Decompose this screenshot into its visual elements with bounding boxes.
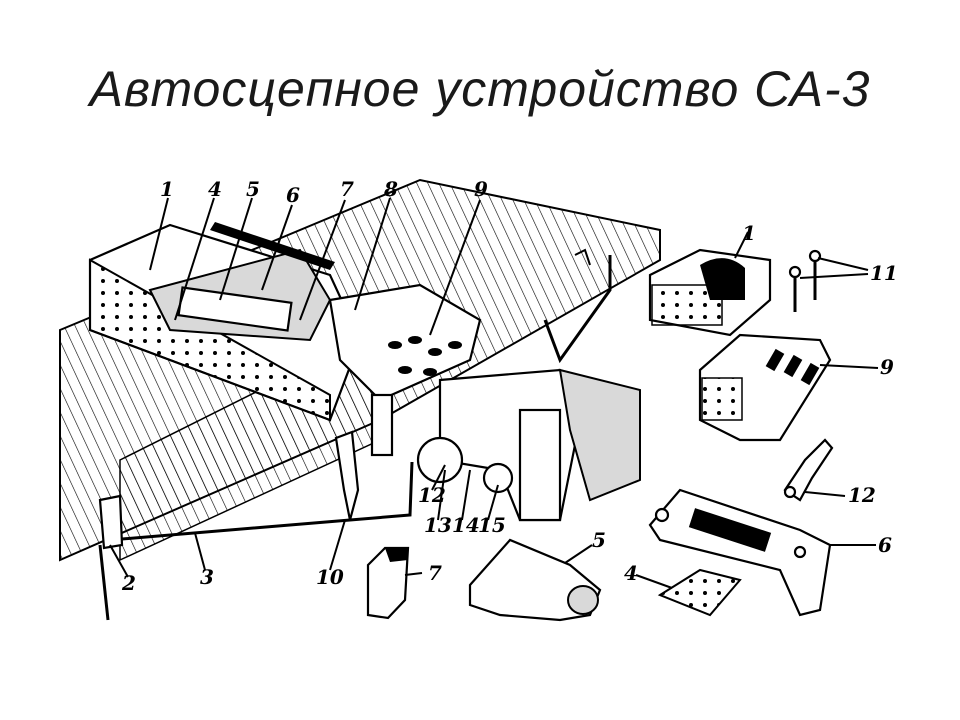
label-7-bottom: 7: [428, 561, 442, 585]
label-11: 11: [870, 261, 898, 285]
label-4-bottom: 4: [624, 561, 638, 585]
part-4-shape: [657, 568, 742, 617]
label-6-right: 6: [878, 533, 892, 557]
car-frame-illustration: [59, 178, 661, 621]
label-1-right: 1: [742, 221, 756, 245]
label-2: 2: [121, 571, 136, 595]
label-9-left: 9: [474, 177, 488, 201]
label-6-left: 6: [286, 183, 300, 207]
label-14: 14: [452, 513, 480, 537]
page-title: Автосцепное устройство СА-3: [89, 61, 871, 117]
leader-lines: [109, 197, 879, 589]
part-12-shape: [783, 438, 834, 502]
exploded-parts: [366, 248, 834, 622]
label-4-left: 4: [208, 177, 222, 201]
label-15: 15: [478, 513, 506, 537]
label-3: 3: [200, 565, 214, 589]
label-12-mid: 12: [418, 483, 446, 507]
label-10: 10: [316, 565, 344, 589]
label-9-right: 9: [880, 355, 894, 379]
label-13: 13: [424, 513, 452, 537]
label-5-bottom: 5: [592, 528, 606, 552]
label-7-left: 7: [340, 177, 354, 201]
part-labels: 1 4 5 6 7 8 9 1 11 9 12 6 2 3 10 7 5 4 1…: [121, 177, 898, 595]
label-5-left: 5: [246, 177, 260, 201]
label-12-right: 12: [848, 483, 876, 507]
label-1-left: 1: [160, 177, 174, 201]
label-8-left: 8: [383, 177, 398, 201]
